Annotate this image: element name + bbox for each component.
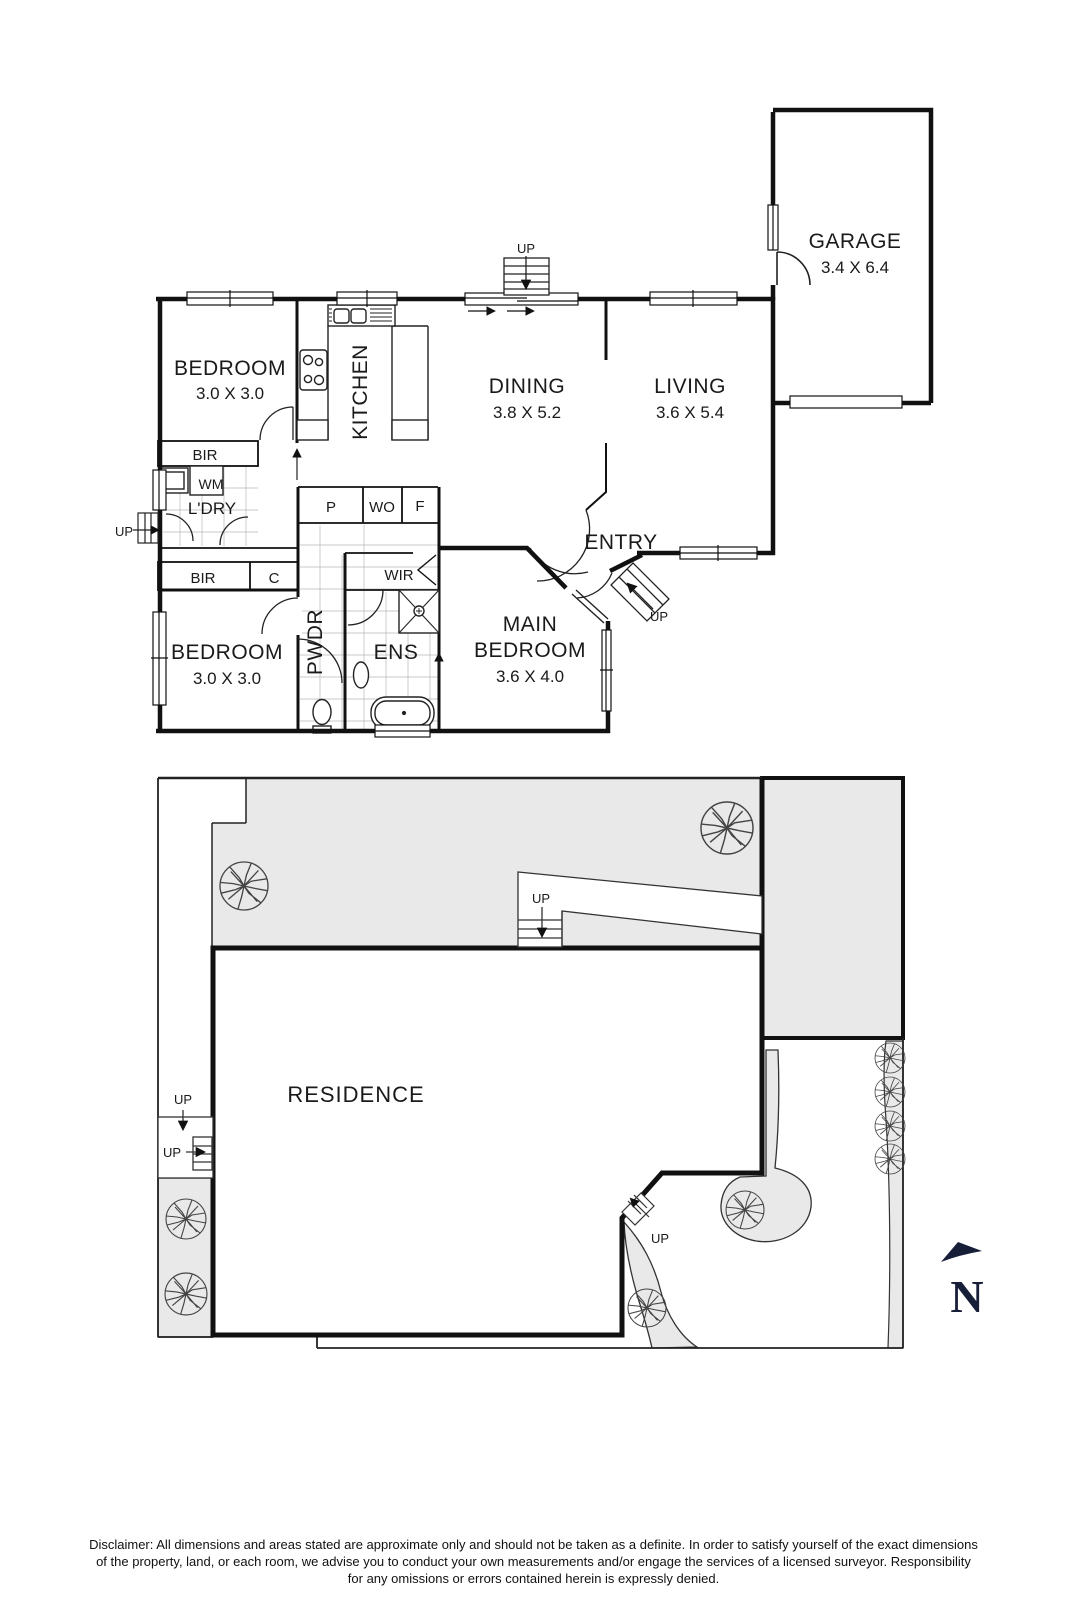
bedroom2-label: BEDROOM [171,641,283,664]
site-notch-stairs [621,1192,655,1226]
entry-threshold [571,589,609,624]
entry-stairs [610,562,670,622]
right-garden-strip [883,1040,904,1349]
dining-dims: 3.8 X 5.2 [493,403,561,422]
window-living-top [649,290,738,307]
window-garage [767,204,779,251]
window-main-bedroom [600,629,613,712]
cooktop-icon [299,349,328,391]
cupboard-label: C [269,570,280,587]
ensuite-label: ENS [374,641,419,664]
wall-oven-label: WO [369,499,395,516]
bir2-label: BIR [190,570,215,587]
laundry-label: L'DRY [188,499,236,518]
kitchen-bench [296,304,429,441]
bedroom2-dims: 3.0 X 3.0 [193,669,261,688]
main-bedroom-label-1: MAIN [503,613,558,636]
dining-label: DINING [489,375,566,398]
window-laundry [152,469,167,511]
disclaimer-line-1: Disclaimer: All dimensions and areas sta… [89,1537,978,1552]
powder-label: PWDR [304,609,327,675]
front-path [517,871,763,948]
washing-machine-icon [189,465,224,496]
up-label-left-porch: UP [115,524,133,539]
window-bedroom2 [151,611,168,706]
bath-icon [370,696,435,730]
window-living-side [679,545,758,561]
disclaimer-line-2: of the property, land, or each room, we … [96,1554,971,1569]
up-label-top-stairs: UP [517,241,535,256]
laundry-entry-door [165,513,194,542]
bedroom2-door [261,597,299,635]
windows [151,204,903,738]
main-bedroom-label-2: BEDROOM [474,639,586,662]
wir-label: WIR [384,567,413,584]
window-kitchen [336,290,398,307]
toilet-icon [312,698,332,734]
up-label-site-left-2: UP [163,1145,181,1160]
bir1-label: BIR [192,447,217,464]
bedroom1-dims: 3.0 X 3.0 [196,384,264,403]
garage-door-swing [776,251,811,286]
window-ensuite [374,724,431,738]
site-plan: RESIDENCE UP UP UP UP [157,776,906,1349]
disclaimer-line-3: for any omissions or errors contained he… [347,1571,720,1586]
up-label-entry-stairs: UP [650,609,668,624]
living-label: LIVING [654,375,726,398]
front-door [576,572,613,599]
residence-outline [210,945,765,1338]
north-arrow-icon [941,1242,982,1262]
up-label-front-path: UP [532,891,550,906]
main-bedroom-dims: 3.6 X 4.0 [496,667,564,686]
bedroom1-label: BEDROOM [174,357,286,380]
site-left-porch [157,1110,214,1179]
basin-icon [352,661,370,689]
entry-label: ENTRY [584,531,657,554]
washing-machine-label: WM [199,476,224,492]
residence-label: RESIDENCE [287,1082,424,1107]
garage-dims: 3.4 X 6.4 [821,258,889,277]
pantry-label: P [326,499,336,516]
adjoining-building [760,776,905,1040]
upper-floor-plan: BEDROOM 3.0 X 3.0 KITCHEN DINING 3.8 X 5… [115,107,934,738]
north-letter: N [950,1271,983,1322]
fridge-label: F [415,498,424,515]
lot-boundary [157,776,904,1349]
bathroom-fittings [312,589,440,734]
left-garden-strip [157,1177,214,1338]
up-label-site-notch: UP [651,1231,669,1246]
shower-icon [398,589,440,634]
powder-door [297,638,343,684]
laundry-door [219,516,249,546]
entry-double-doors [529,509,591,582]
up-label-site-left-1: UP [174,1092,192,1107]
left-porch [133,512,160,544]
garden-bed-notch [720,1049,812,1243]
window-bedroom1 [186,290,274,307]
garage-label: GARAGE [809,230,902,253]
living-dims: 3.6 X 5.4 [656,403,724,422]
top-stairs [503,256,550,296]
kitchen-label: KITCHEN [349,344,372,440]
garden-bed-south [623,1220,700,1349]
door-arcs [155,251,811,684]
compass: N [941,1242,984,1322]
sliding-door [464,292,579,316]
flow-arrows [292,448,444,680]
bedroom1-door [259,406,294,441]
ensuite-door [347,589,384,626]
garage-door [789,395,903,409]
disclaimer: Disclaimer: All dimensions and areas sta… [0,1536,1067,1587]
